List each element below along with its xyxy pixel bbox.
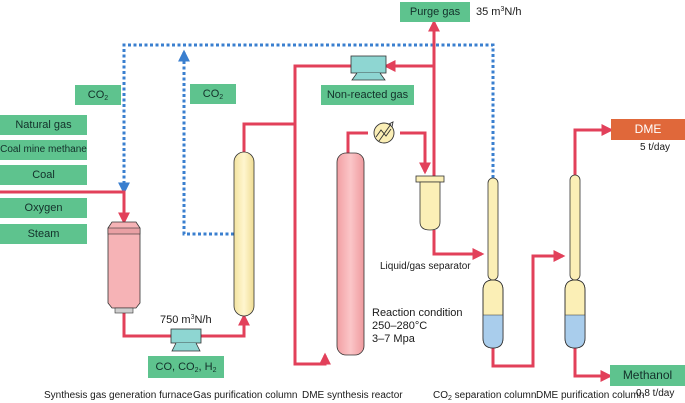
purge-gas-flow: 35 m3N/h xyxy=(476,6,522,18)
steam-feed: Steam xyxy=(0,224,87,244)
methanol-product-box: Methanol xyxy=(610,365,685,386)
purge-flow-value: 35 m xyxy=(476,6,501,18)
purge-gas-box: Purge gas xyxy=(400,2,470,22)
dme-synthesis-reactor xyxy=(336,152,365,356)
process-lines xyxy=(0,19,614,382)
reaction-condition: Reaction condition 250–280°C 3–7 Mpa xyxy=(372,307,463,346)
heat-exchanger-icon xyxy=(373,121,395,144)
co2-sep-label-main: CO xyxy=(433,390,448,401)
furnace-label: Synthesis gas generation furnace xyxy=(44,390,193,401)
syngas-flow-superscript: 3 xyxy=(190,314,195,321)
reactor-to-exchanger-line xyxy=(346,131,368,153)
co2-box-right: CO2 xyxy=(190,84,236,104)
reaction-temperature: 250–280°C xyxy=(372,320,428,332)
recycle-gas-line xyxy=(293,64,351,124)
coal-mine-methane-feed: Coal mine methane xyxy=(0,140,87,160)
exchanger-to-separator-line xyxy=(400,131,431,175)
recycle-gas-return-line xyxy=(383,60,436,176)
co2-separation-column xyxy=(482,177,504,349)
non-reacted-gas-box: Non-reacted gas xyxy=(321,85,414,105)
syngas-flow-rate: 750 m3N/h xyxy=(160,314,212,326)
dme-overhead-line xyxy=(573,124,614,175)
methanol-production-rate: 0.8 t/day xyxy=(636,388,675,399)
co2-box-left: CO2 xyxy=(75,85,121,105)
dme-product-box: DME xyxy=(611,119,685,140)
co2-right-subscript: 2 xyxy=(219,94,224,101)
natural-gas-feed: Natural gas xyxy=(0,115,87,135)
liquid-gas-separator-label: Liquid/gas separator xyxy=(380,261,471,272)
syngas-flow-unit: N/h xyxy=(194,314,212,326)
reaction-condition-title: Reaction condition xyxy=(372,307,463,319)
purge-flow-superscript: 3 xyxy=(500,6,505,13)
feed-to-furnace-line xyxy=(0,190,130,225)
recycle-lines xyxy=(118,43,495,236)
dme-purification-column-label: DME purification column xyxy=(536,390,645,401)
co2-left-subscript: 2 xyxy=(104,95,109,102)
co2-recycle-line xyxy=(118,43,495,195)
compressor-to-column-line xyxy=(201,313,250,338)
co2-sep-label-rest: separation column xyxy=(451,390,537,401)
syngas-compressor xyxy=(170,328,202,352)
gas-purification-column xyxy=(233,151,255,317)
reaction-pressure: 3–7 Mpa xyxy=(372,333,415,345)
methanol-line xyxy=(573,348,613,382)
dme-production-rate: 5 t/day xyxy=(640,142,671,153)
syngas-composition-a: CO, CO xyxy=(155,361,195,373)
dme-purification-column xyxy=(564,174,586,349)
recycle-compressor xyxy=(350,55,387,81)
co2-left-text: CO xyxy=(87,89,105,101)
syngas-composition-sub2: 2 xyxy=(212,367,217,374)
syngas-composition-b: , H xyxy=(198,361,213,373)
column-to-reactor-line xyxy=(242,122,331,366)
co2-right-text: CO xyxy=(202,88,220,100)
co2-sep-label-sub: 2 xyxy=(448,395,452,402)
syngas-composition-box: CO, CO2, H2 xyxy=(148,356,224,378)
synthesis-gas-furnace xyxy=(107,221,141,314)
syngas-flow-value: 750 m xyxy=(160,314,191,326)
coal-feed: Coal xyxy=(0,165,87,185)
separator-to-co2-column-line xyxy=(432,230,485,260)
purge-flow-unit: N/h xyxy=(504,6,522,18)
purification-column-label: Gas purification column xyxy=(193,390,298,401)
co2-column-to-dme-column-line xyxy=(491,250,566,368)
co2-purification-line xyxy=(178,49,234,236)
syngas-composition-sub1: 2 xyxy=(194,367,199,374)
liquid-gas-separator xyxy=(415,175,445,231)
furnace-to-compressor-line xyxy=(122,313,171,338)
co2-separation-column-label: CO2 separation column xyxy=(433,390,536,402)
oxygen-feed: Oxygen xyxy=(0,198,87,218)
reactor-label: DME synthesis reactor xyxy=(302,390,403,401)
